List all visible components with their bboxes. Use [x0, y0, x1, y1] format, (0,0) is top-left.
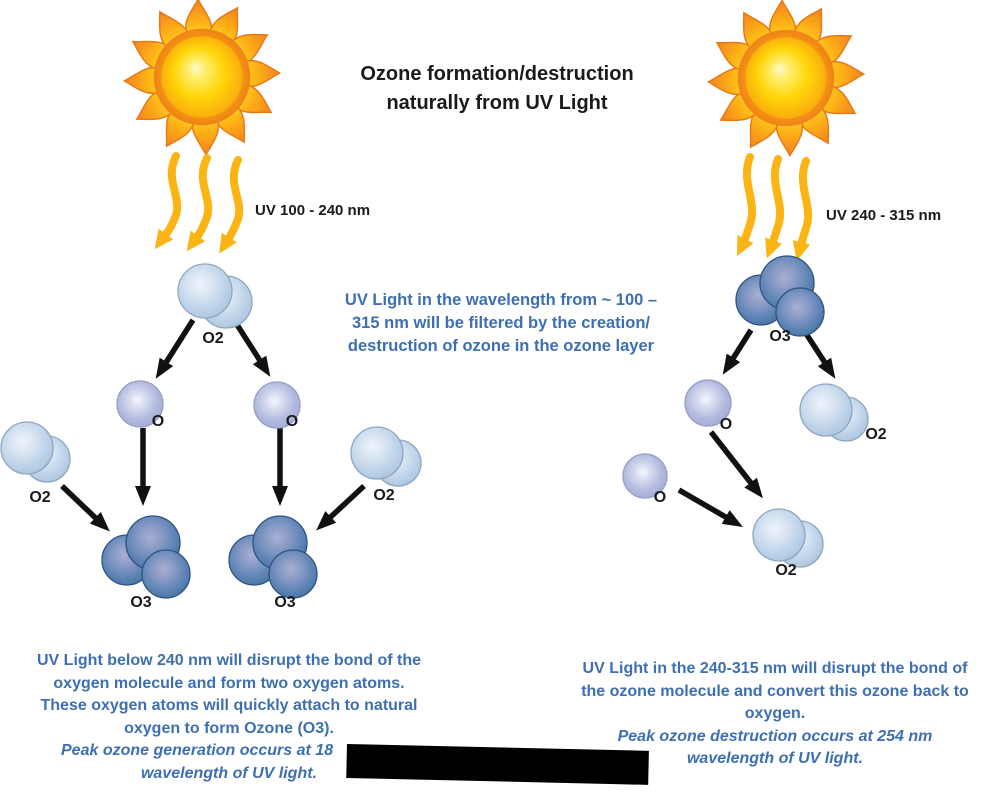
o2-molecule-top: [177, 263, 253, 329]
o-atom-right-diagram-2: [622, 453, 668, 499]
o3-molecule-right: [228, 515, 318, 599]
o2-molecule-right-diagram-bottom: [752, 508, 824, 568]
o2-molecule-right-edge: [350, 426, 422, 487]
left-caption-italic-2: wavelength of UV light.: [140, 764, 317, 782]
o2-label-left-edge: O2: [29, 489, 51, 506]
o-atom-right-diagram-1: [684, 379, 732, 427]
right-caption-main: UV Light in the 240-315 nm will disrupt …: [581, 660, 969, 722]
left-caption-italic-1: Peak ozone generation occurs at 18: [61, 742, 334, 759]
o-label-right-diagram-1: O: [719, 416, 733, 433]
o3-label-left: O3: [130, 594, 152, 611]
o-label-right: O: [285, 413, 299, 430]
reaction-arrows-left: [60, 318, 366, 532]
redaction-box: [346, 744, 649, 785]
right-caption-italic-2: wavelength of UV light.: [686, 750, 863, 767]
sun-icon-right: [708, 0, 863, 155]
o-label-left: O: [151, 413, 165, 430]
o2-label-right-diagram-1: O2: [865, 426, 887, 443]
uv-rays-right-icon: [736, 153, 813, 261]
o3-label-top-right: O3: [769, 328, 791, 345]
o2-label-right-edge: O2: [373, 487, 395, 504]
center-note: UV Light in the wavelength from ~ 100 – …: [344, 291, 658, 355]
o3-label-right: O3: [274, 594, 296, 611]
sun-icon-left: [124, 0, 279, 155]
o-label-right-diagram-2: O: [653, 489, 667, 506]
o-atom-left: [116, 380, 164, 428]
left-caption: UV Light below 240 nm will disrupt the b…: [3, 650, 455, 785]
o3-molecule-left: [101, 515, 191, 599]
o-atom-right: [253, 381, 301, 429]
reaction-arrows-right: [677, 328, 836, 528]
o2-label-top: O2: [202, 330, 224, 347]
left-caption-main: UV Light below 240 nm will disrupt the b…: [37, 652, 421, 737]
uv-range-label-left: UV 100 - 240 nm: [255, 202, 371, 219]
o3-molecule-top-right: [735, 255, 825, 337]
page-title: Ozone formation/destruction naturally fr…: [360, 63, 634, 114]
o2-molecule-right-diagram-1: [799, 383, 869, 442]
o2-molecule-left-edge: [0, 421, 71, 483]
uv-range-label-right: UV 240 - 315 nm: [826, 207, 942, 224]
right-caption: UV Light in the 240-315 nm will disrupt …: [555, 658, 995, 771]
right-caption-italic-1: Peak ozone destruction occurs at 254 nm: [617, 727, 933, 745]
o2-label-right-diagram-bottom: O2: [775, 562, 797, 579]
uv-rays-left-icon: [154, 152, 244, 254]
